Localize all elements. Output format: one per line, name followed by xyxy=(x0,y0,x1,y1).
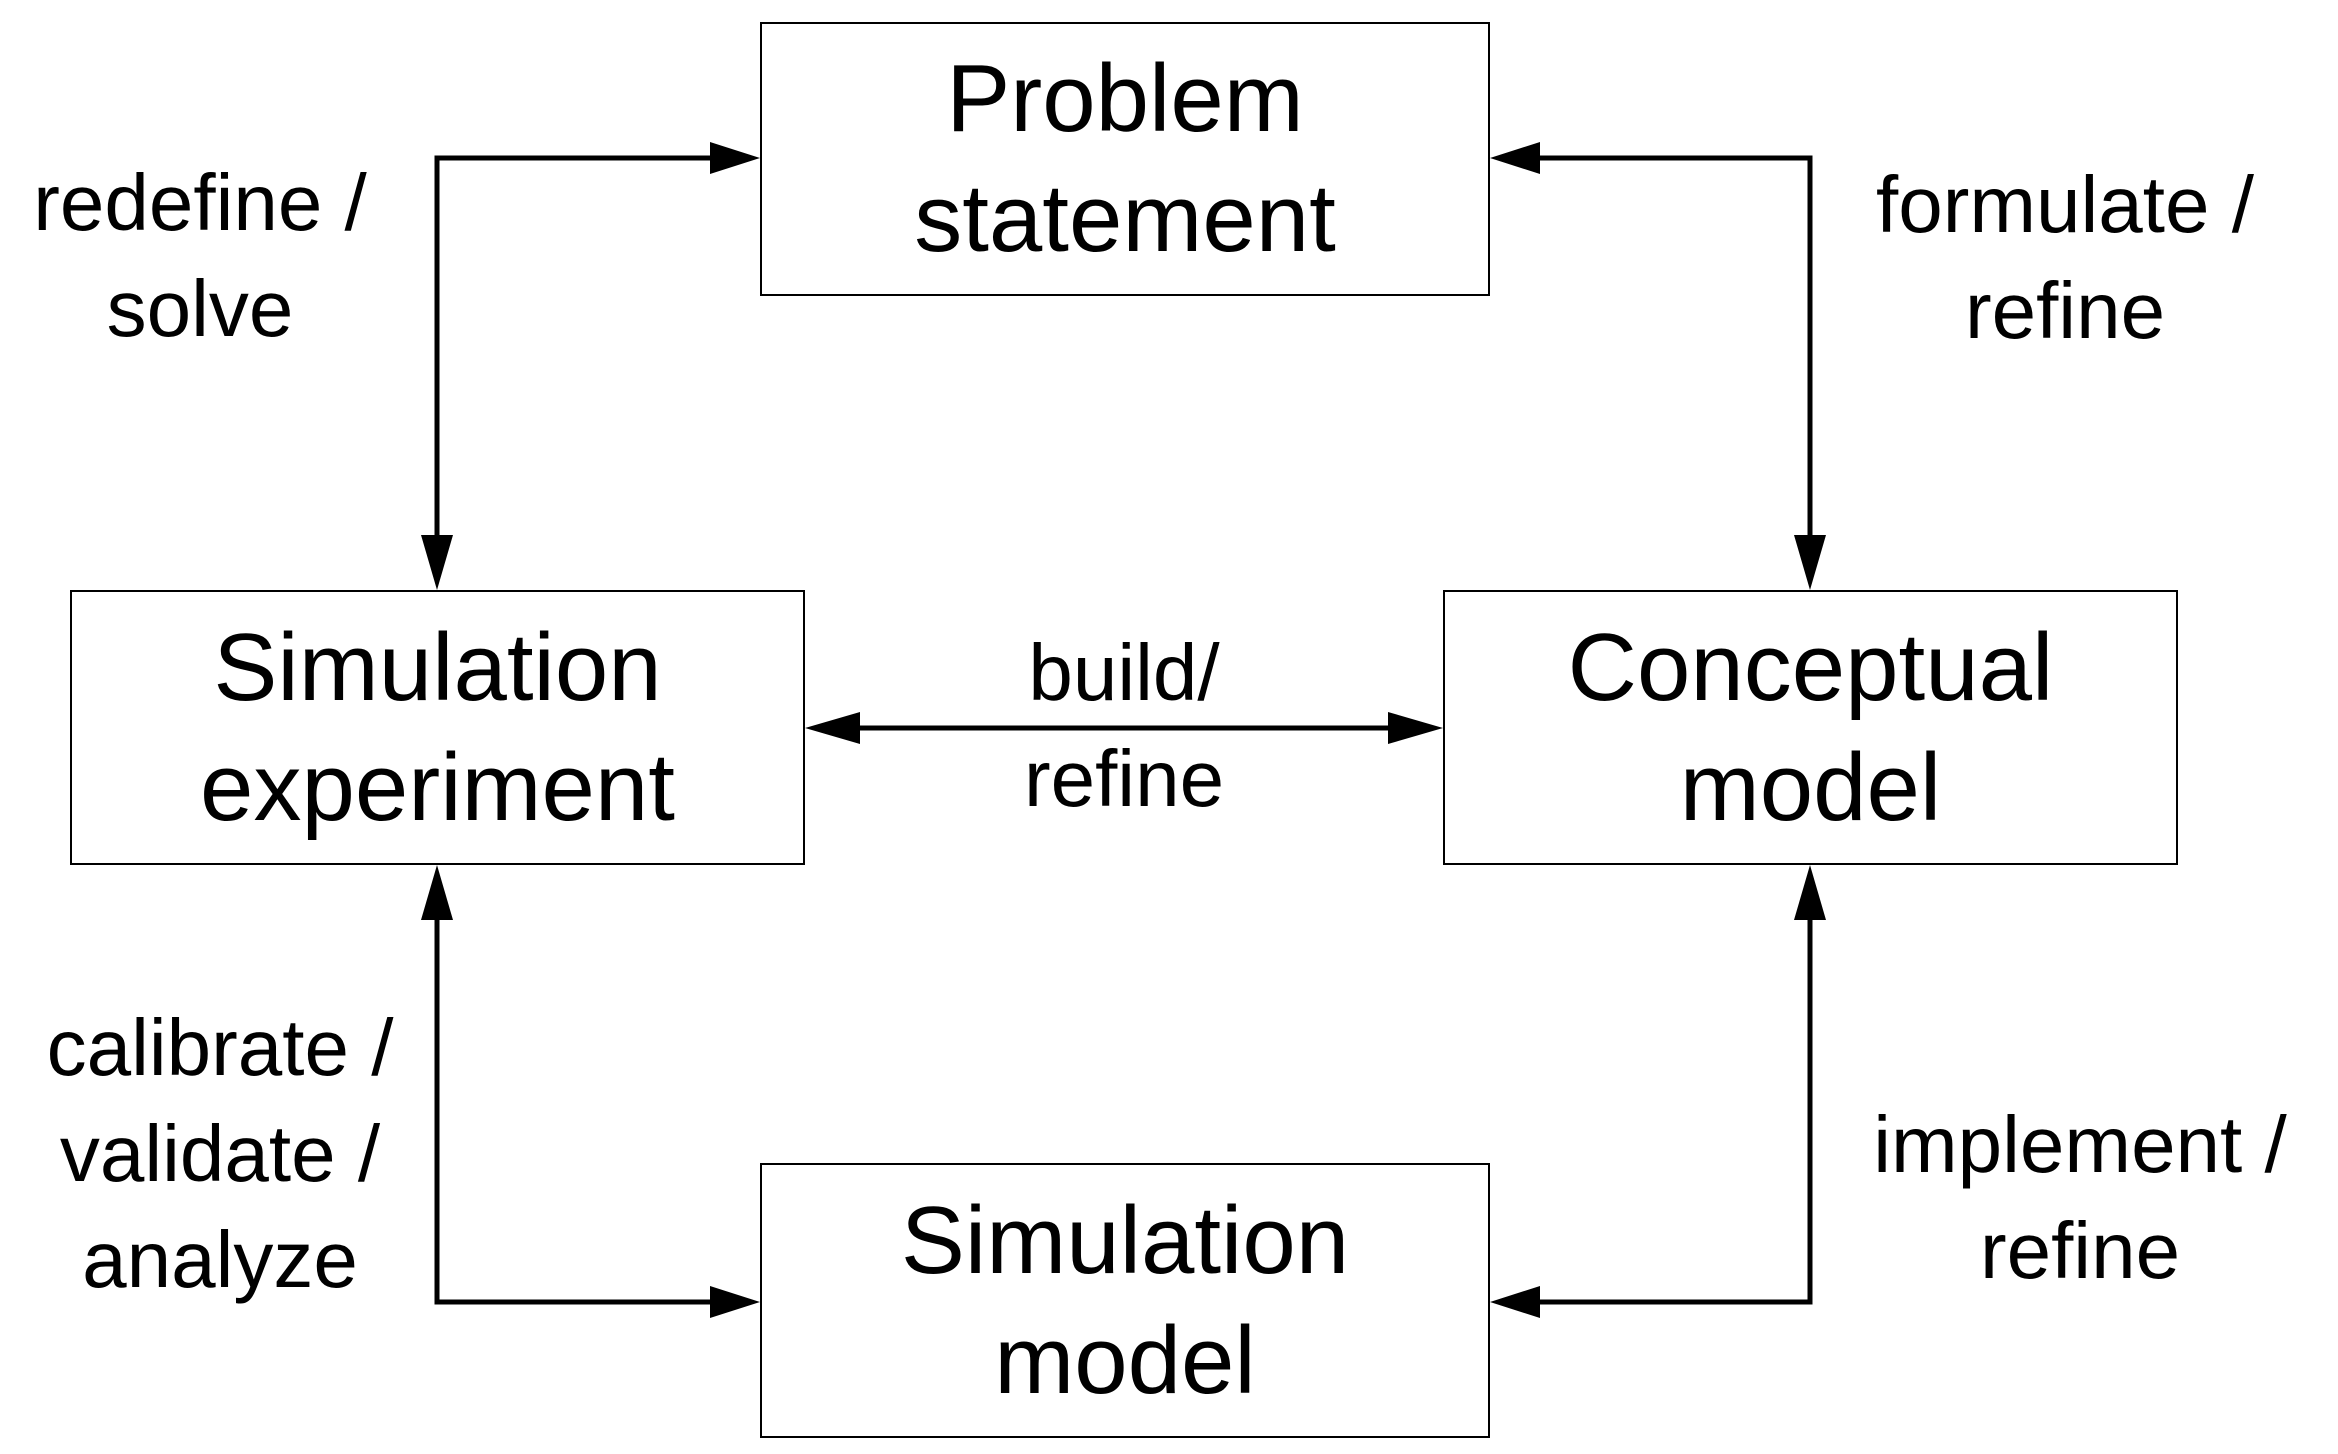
node-label-line2: model xyxy=(1679,733,1942,841)
edge-label-line2: refine xyxy=(1979,1206,2181,1295)
edge-label-line2: validate / xyxy=(59,1109,381,1198)
node-label-line1: Conceptual xyxy=(1567,613,2054,721)
edge-label-implement-refine: implement / refine xyxy=(1840,1092,2320,1304)
edge-label-line1: implement / xyxy=(1873,1100,2287,1189)
edge-label-line3: analyze xyxy=(82,1215,358,1304)
arrowhead-icon xyxy=(1388,712,1443,744)
arrowhead-icon xyxy=(805,712,860,744)
arrowhead-icon xyxy=(1794,535,1826,590)
edge-label-build-refine: build/ refine xyxy=(924,620,1324,832)
edge-label-line2: solve xyxy=(106,264,294,353)
edge-formulate-refine xyxy=(1540,155,1813,535)
edge-label-line1: calibrate / xyxy=(46,1003,394,1092)
arrowhead-icon xyxy=(710,142,760,174)
arrowhead-icon xyxy=(1490,142,1540,174)
node-label-line2: model xyxy=(994,1306,1256,1414)
arrowhead-icon xyxy=(421,865,453,920)
edge-label-formulate-refine: formulate / refine xyxy=(1840,152,2290,364)
edge-label-line1: formulate / xyxy=(1876,160,2254,249)
arrowhead-icon xyxy=(421,535,453,590)
node-label-line1: Problem xyxy=(946,45,1304,152)
edge-label-line2: refine xyxy=(1964,266,2166,355)
edge-calibrate-validate-analyze xyxy=(434,920,710,1305)
arrowhead-icon xyxy=(1794,865,1826,920)
node-label-line2: statement xyxy=(914,165,1336,272)
node-label-line1: Simulation xyxy=(213,613,662,721)
edge-label-line2: refine xyxy=(1023,734,1225,823)
edge-label-line1: build/ xyxy=(1028,628,1220,717)
node-conceptual-model: Conceptual model xyxy=(1443,590,2178,865)
arrowhead-icon xyxy=(1490,1286,1540,1318)
node-label-line1: Simulation xyxy=(900,1186,1350,1294)
edge-label-redefine-solve: redefine / solve xyxy=(0,150,400,362)
node-problem-statement: Problem statement xyxy=(760,22,1490,296)
edge-implement-refine xyxy=(1540,920,1813,1305)
node-label-line2: experiment xyxy=(200,733,675,841)
arrowhead-icon xyxy=(710,1286,760,1318)
edge-label-calibrate-validate-analyze: calibrate / validate / analyze xyxy=(10,995,430,1313)
node-simulation-model: Simulation model xyxy=(760,1163,1490,1438)
edge-redefine-solve xyxy=(434,155,710,535)
edge-label-line1: redefine / xyxy=(33,158,367,247)
node-simulation-experiment: Simulation experiment xyxy=(70,590,805,865)
